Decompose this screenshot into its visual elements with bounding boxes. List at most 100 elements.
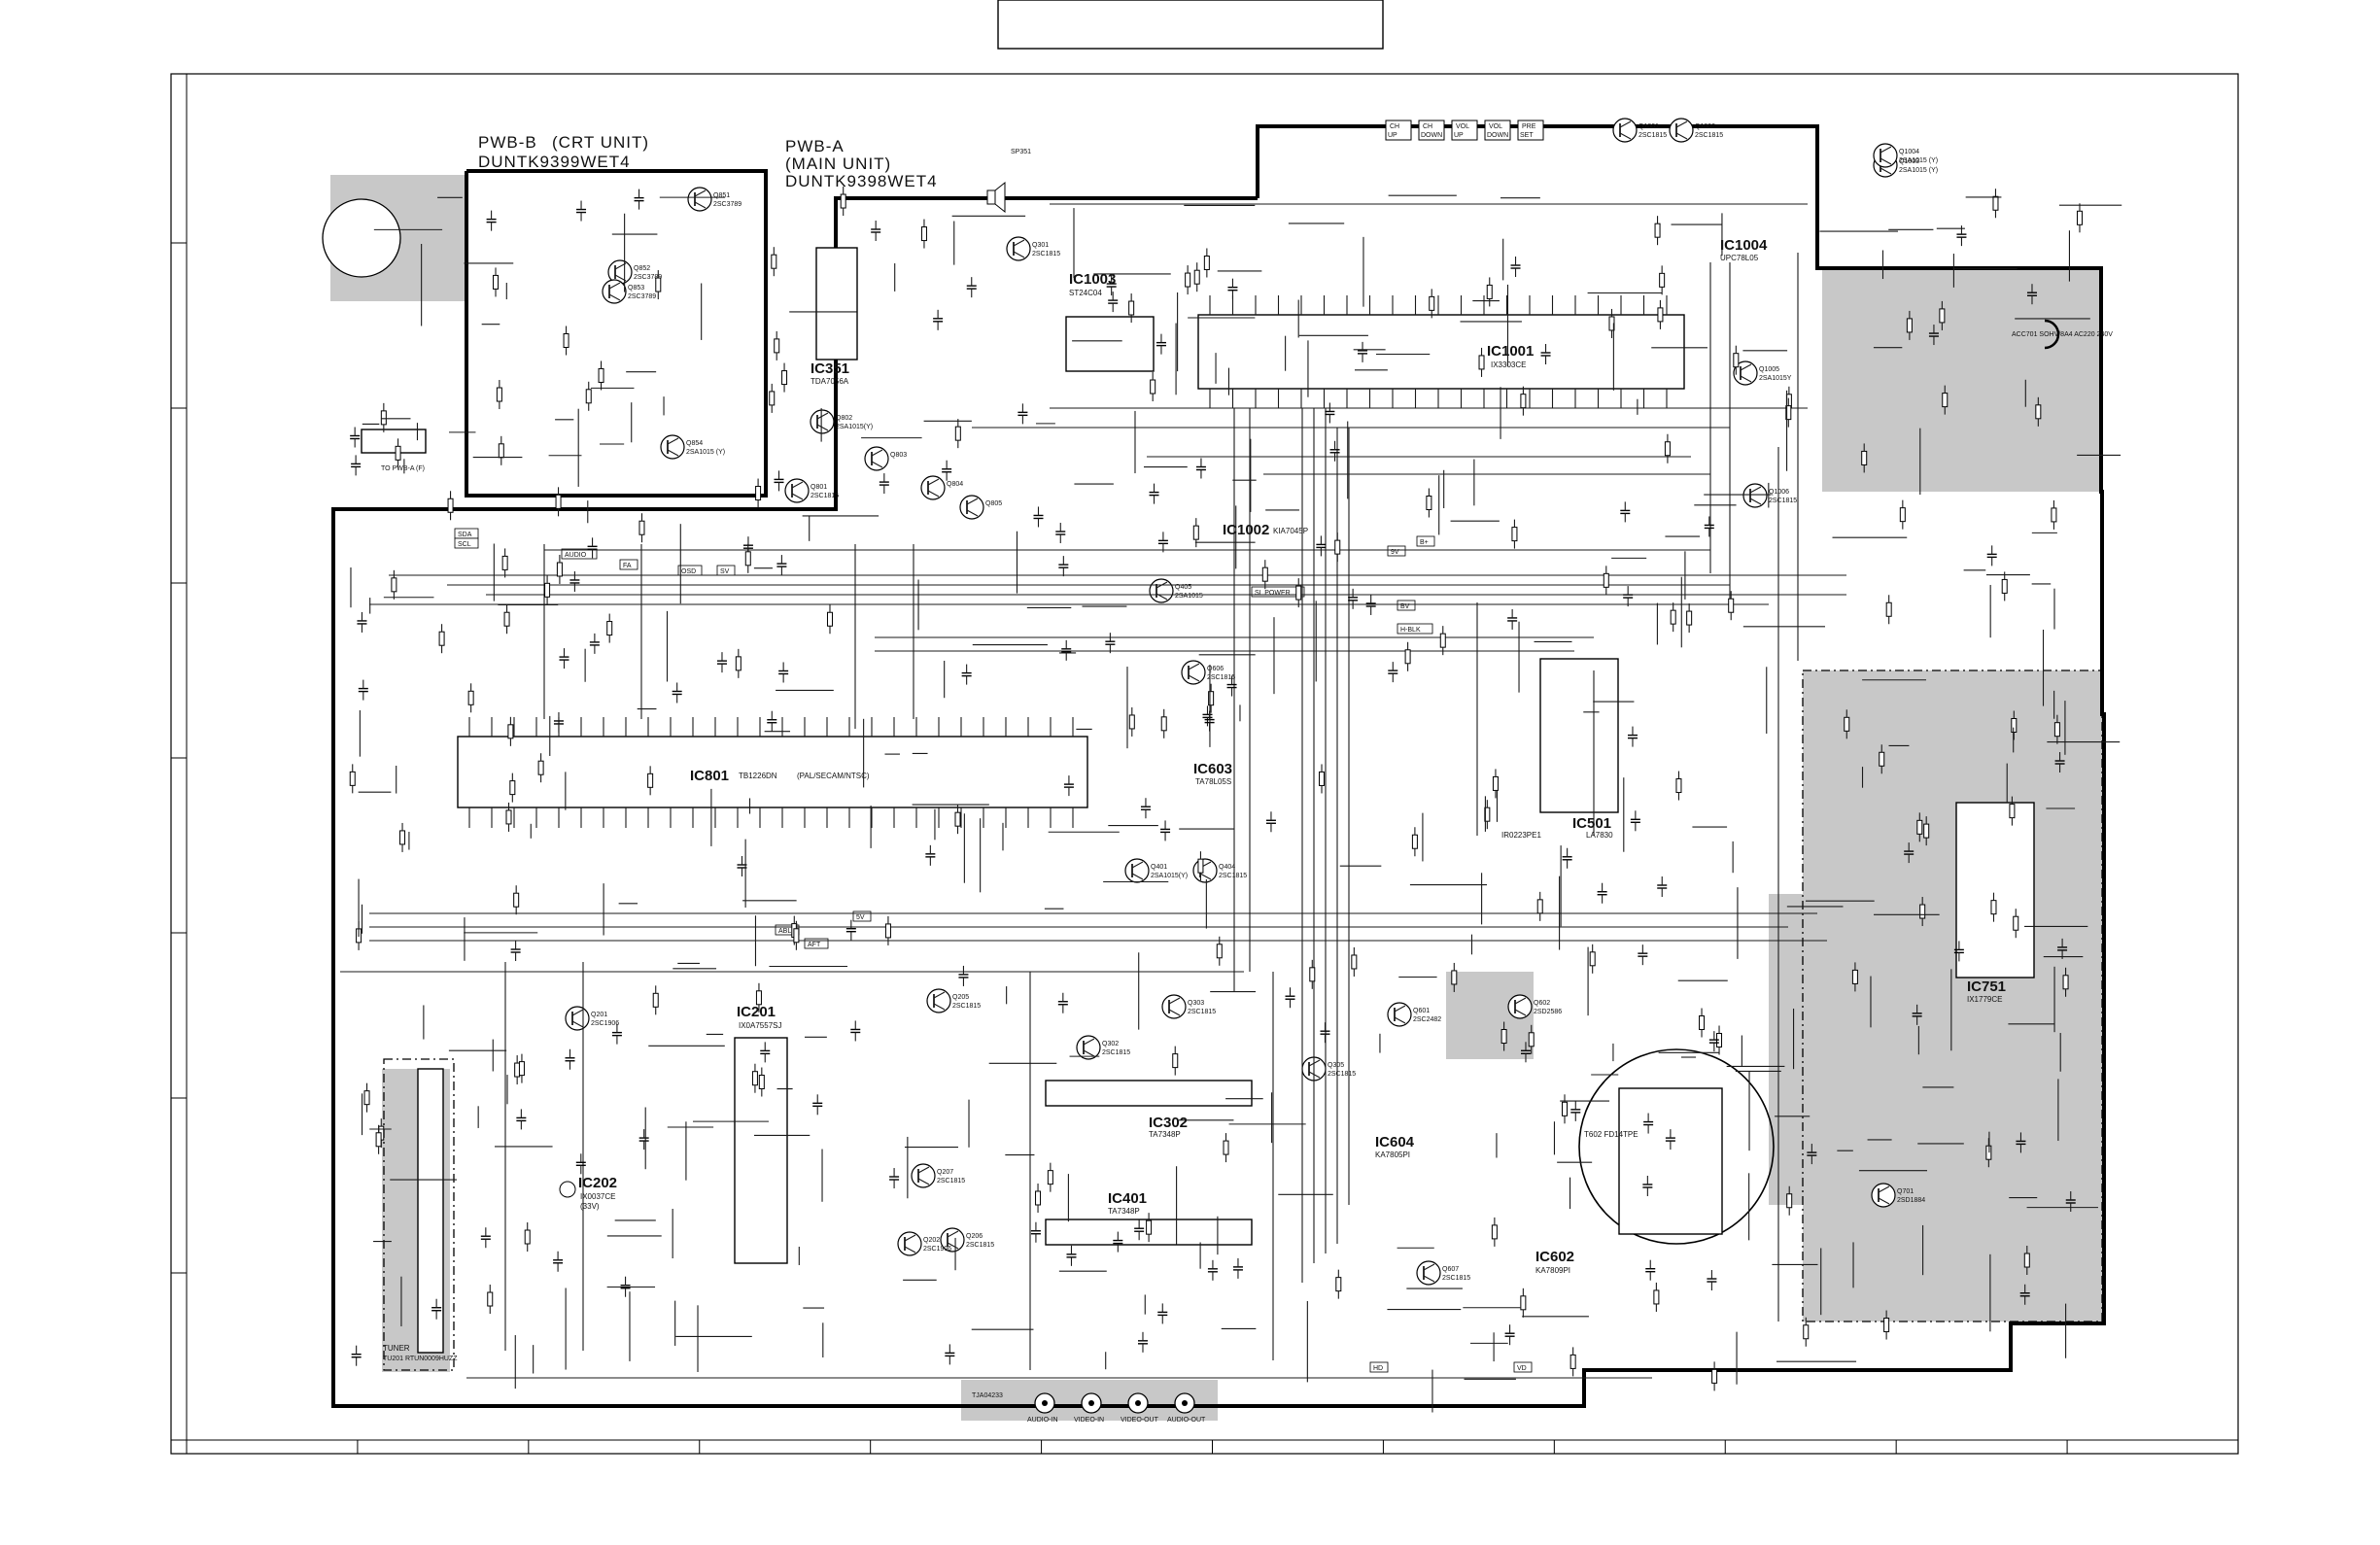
ic351-ref: IC351 xyxy=(811,360,849,377)
key-switch-label: SET xyxy=(1520,132,1534,139)
transistor-ref: Q601 xyxy=(1413,1008,1430,1014)
resistor xyxy=(1562,1101,1569,1116)
resistor xyxy=(537,760,544,775)
transistor-collector xyxy=(1423,1263,1435,1271)
transistor-symbol xyxy=(1181,660,1206,685)
ic202-ref: IC202 xyxy=(578,1175,617,1191)
resistor xyxy=(655,277,662,292)
transistor-collector xyxy=(933,991,946,999)
ic751-body xyxy=(1955,802,2035,978)
ic501-note: LA7830 xyxy=(1586,831,1613,840)
transistor-symbol xyxy=(1192,858,1218,883)
resistor xyxy=(563,332,569,348)
svg-text:PWB-B: PWB-B xyxy=(478,133,537,152)
outer-frame xyxy=(170,73,2239,1455)
transistor-ref: Q205 xyxy=(952,994,969,1001)
resistor xyxy=(544,582,551,598)
ic202-symbol xyxy=(559,1181,576,1198)
resistor xyxy=(1536,899,1543,914)
signal-tag-box xyxy=(1387,545,1406,557)
transistor-collector xyxy=(871,449,883,457)
av-jack-label: AUDIO-OUT xyxy=(1167,1417,1206,1424)
resistor xyxy=(438,631,445,646)
ic1001-part: IX3303CE xyxy=(1491,360,1526,369)
transistor-symbol xyxy=(1006,236,1031,261)
transistor-symbol xyxy=(1669,118,1694,143)
resistor xyxy=(1500,1029,1507,1045)
ic1001-body xyxy=(1197,314,1685,390)
resistor xyxy=(1192,525,1199,540)
signal-tag: 5V xyxy=(856,914,865,921)
transistor-emitter xyxy=(1740,375,1752,383)
transistor-ref: Q201 xyxy=(591,1012,607,1018)
transistor-part: 2SA1015 (Y) xyxy=(1899,167,1938,174)
transistor-emitter xyxy=(1423,1275,1435,1283)
transistor-part: 2SC1815 xyxy=(1769,498,1797,504)
resistor xyxy=(1851,969,1858,984)
resistor xyxy=(606,621,613,636)
transistor-symbol xyxy=(602,279,627,304)
transistor-part: 2SC2482 xyxy=(1413,1016,1441,1023)
resistor xyxy=(518,1061,525,1077)
ic751-part: IX1779CE xyxy=(1967,995,2002,1004)
transistor-emitter xyxy=(816,424,829,431)
resistor xyxy=(744,551,751,566)
transistor-collector xyxy=(904,1234,916,1242)
transistor-part: 2SC1815 xyxy=(1695,132,1723,139)
transistor-ref: Q851 xyxy=(713,192,730,199)
resistor xyxy=(840,193,846,209)
resistor xyxy=(556,562,563,577)
resistor xyxy=(1528,1032,1535,1047)
pwb-b-border xyxy=(465,169,768,498)
transistor-collector xyxy=(1880,146,1892,154)
transistor-symbol xyxy=(1161,994,1187,1019)
resistor xyxy=(1992,195,1999,211)
transistor-collector xyxy=(947,1230,959,1238)
ic401-part: TA7348P xyxy=(1108,1207,1140,1216)
resistor xyxy=(1491,1224,1498,1240)
transistor-emitter xyxy=(791,493,804,500)
transistor-emitter xyxy=(1880,157,1892,165)
dash-power xyxy=(1802,670,2103,1322)
transistor-ref: Q701 xyxy=(1897,1188,1914,1195)
transistor-collector xyxy=(571,1009,584,1016)
transistor-collector xyxy=(608,282,621,290)
ic604-part: KA7805PI xyxy=(1375,1150,1410,1159)
resistor xyxy=(514,1062,521,1078)
signal-tag: VD xyxy=(1517,1365,1527,1372)
signal-tag: B+ xyxy=(1420,539,1429,546)
ic604-ref: IC604 xyxy=(1375,1134,1415,1150)
transistor-ref: Q1003 xyxy=(1899,158,1919,165)
transistor-part: 2SA1015 (Y) xyxy=(686,449,725,456)
av-jack-label: VIDEO-IN xyxy=(1074,1417,1104,1424)
resistor xyxy=(1654,223,1661,238)
transistor-ref: Q302 xyxy=(1102,1041,1119,1047)
transistor-emitter xyxy=(1131,873,1144,880)
tuner-body xyxy=(417,1068,444,1354)
ic1003-body xyxy=(1065,316,1155,372)
svg-text:DUNTK9399WET4: DUNTK9399WET4 xyxy=(478,153,631,171)
signal-tag: AFT xyxy=(808,942,821,948)
key-switch-box xyxy=(1517,120,1544,141)
resistor xyxy=(755,486,762,501)
transistor-part: 2SA1015(Y) xyxy=(1151,873,1188,879)
transistor-emitter xyxy=(1394,1016,1406,1024)
resistor xyxy=(2051,507,2057,523)
resistor xyxy=(920,226,927,242)
resistor xyxy=(1990,900,1997,915)
key-switch-label: DOWN xyxy=(1487,132,1508,139)
transistor-part: 2SA1015 (Y) xyxy=(1899,157,1938,164)
pwb-b-label: PWB-B (CRT UNIT) DUNTK9399WET4 xyxy=(478,133,648,171)
tuner-part: TU201 RTUN0009HUZZ xyxy=(383,1356,458,1362)
transistor-emitter xyxy=(871,461,883,468)
resistor xyxy=(1686,610,1693,626)
transistor-emitter xyxy=(1749,498,1762,505)
ic602-ref: IC602 xyxy=(1535,1249,1574,1265)
ic1004-part: UPC78L05 xyxy=(1720,254,1759,262)
transistor-part: 2SA1015(Y) xyxy=(836,424,873,430)
resistor xyxy=(1492,775,1499,791)
ic801-note: (PAL/SECAM/NTSC) xyxy=(797,772,870,780)
transistor-ref: Q405 xyxy=(1175,584,1191,591)
resistor xyxy=(1659,272,1666,288)
